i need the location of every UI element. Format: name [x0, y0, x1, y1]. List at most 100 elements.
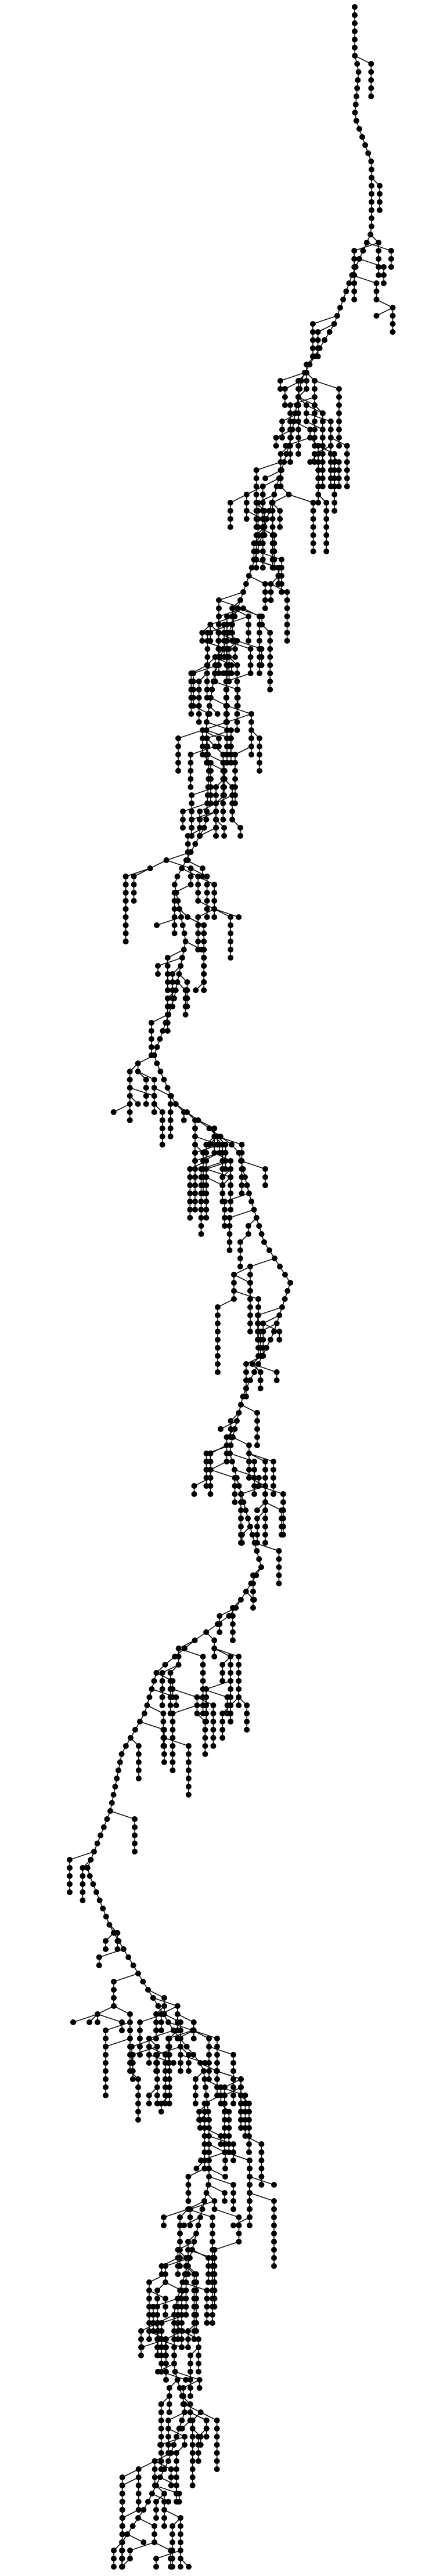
tree-node — [312, 394, 318, 400]
tree-node — [295, 410, 301, 416]
tree-node — [198, 1223, 204, 1229]
tree-node — [135, 2515, 141, 2521]
tree-node — [237, 825, 244, 831]
tree-node — [211, 906, 218, 912]
tree-node — [119, 2515, 125, 2521]
tree-node — [197, 833, 203, 839]
tree-node — [227, 500, 233, 506]
tree-node — [200, 1694, 206, 1700]
tree-edge — [183, 2379, 200, 2389]
tree-node — [204, 679, 210, 684]
tree-node — [178, 2060, 183, 2066]
tree-node — [251, 540, 257, 546]
tree-node — [269, 524, 276, 530]
tree-node — [127, 1735, 134, 1741]
tree-node — [369, 183, 374, 189]
tree-node — [327, 443, 334, 449]
tree-node — [158, 2019, 164, 2025]
tree-node — [237, 1239, 243, 1245]
tree-node — [237, 833, 244, 839]
tree-edge — [73, 2014, 98, 2023]
tree-node — [220, 670, 226, 676]
tree-node — [228, 1174, 234, 1180]
tree-edge — [318, 323, 335, 333]
tree-edge — [208, 2168, 226, 2177]
tree-node — [119, 2491, 125, 2496]
tree-node — [246, 1475, 252, 1481]
tree-node — [197, 2214, 203, 2220]
tree-node — [381, 264, 387, 270]
tree-node — [140, 2539, 147, 2545]
tree-node — [135, 2076, 141, 2082]
tree-node — [179, 2288, 185, 2293]
tree-node — [284, 638, 290, 644]
tree-node — [208, 784, 214, 790]
tree-node — [240, 589, 246, 595]
tree-node — [158, 2434, 164, 2440]
tree-node — [258, 654, 265, 660]
tree-node — [243, 1386, 249, 1391]
tree-node — [287, 443, 293, 449]
tree-node — [273, 1377, 280, 1383]
tree-node — [222, 2117, 228, 2123]
tree-node — [228, 1719, 234, 1724]
tree-node — [119, 2507, 125, 2513]
tree-node — [240, 605, 246, 611]
tree-node — [246, 573, 252, 579]
tree-node — [247, 1524, 253, 1529]
tree-edge — [122, 2477, 139, 2486]
tree-node — [166, 2068, 172, 2074]
tree-node — [199, 2206, 206, 2212]
tree-node — [331, 451, 338, 457]
tree-node — [230, 2060, 236, 2066]
tree-edge — [271, 583, 287, 593]
tree-node — [246, 638, 252, 644]
tree-node — [167, 1125, 174, 1131]
tree-edge — [330, 437, 348, 446]
tree-node — [211, 2198, 218, 2204]
tree-node — [192, 841, 199, 847]
tree-node — [119, 2474, 125, 2480]
tree-node — [355, 77, 361, 83]
tree-node — [122, 890, 129, 896]
tree-node — [192, 1117, 198, 1123]
tree-node — [189, 809, 195, 814]
tree-node — [180, 817, 186, 822]
tree-node — [153, 2515, 159, 2521]
tree-node — [307, 459, 313, 465]
tree-node — [211, 914, 218, 920]
tree-node — [276, 565, 282, 571]
tree-node — [146, 2288, 152, 2293]
tree-node — [110, 1109, 117, 1115]
tree-node — [171, 2353, 177, 2358]
tree-node — [220, 817, 226, 822]
tree-node — [258, 2182, 265, 2188]
tree-node — [287, 402, 293, 408]
tree-node — [229, 792, 236, 798]
tree-node — [206, 1142, 212, 1148]
tree-node — [284, 589, 290, 595]
tree-node — [189, 2450, 196, 2456]
tree-edge — [190, 746, 215, 755]
tree-node — [171, 890, 178, 896]
tree-node — [185, 857, 191, 863]
tree-edge — [160, 2436, 185, 2445]
tree-node — [251, 1467, 258, 1473]
tree-node — [194, 1694, 200, 1700]
tree-node — [206, 2076, 212, 2082]
tree-node — [191, 2239, 197, 2245]
tree-node — [243, 1377, 249, 1383]
tree-node — [215, 1369, 221, 1375]
tree-node — [155, 2344, 161, 2350]
tree-node — [155, 2003, 161, 2009]
tree-node — [195, 2450, 201, 2456]
tree-node — [131, 882, 137, 887]
tree-node — [248, 565, 255, 571]
tree-node — [158, 2458, 164, 2464]
tree-node — [132, 1824, 138, 1830]
tree-node — [125, 1954, 132, 1960]
tree-node — [234, 638, 240, 644]
tree-node — [272, 1255, 277, 1261]
tree-node — [161, 2491, 167, 2496]
tree-node — [277, 524, 283, 530]
